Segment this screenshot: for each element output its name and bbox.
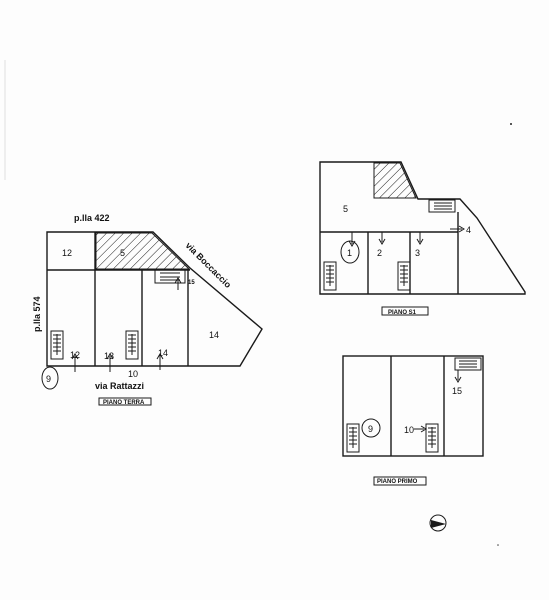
- marker-circle-1: [340, 240, 360, 264]
- basement-plan: 5 1 2 3 4 PIANO S1: [319, 161, 526, 316]
- stairs-icon: [428, 199, 456, 213]
- entry-arrow-icon: [348, 225, 465, 247]
- title-basement: PIANO S1: [388, 310, 417, 316]
- ground-floor-plan: p.lla 422 p.lla 574 via Boccaccio via Ra…: [32, 213, 263, 406]
- room-label-3: 3: [415, 248, 420, 258]
- marker-circle-9: [41, 366, 59, 390]
- room-label-1: 1: [347, 248, 352, 258]
- street-label-rattazzi: via Rattazzi: [95, 381, 144, 391]
- hatched-room-5: [95, 232, 191, 270]
- stairs-icon: [397, 261, 411, 291]
- room-label-5: 5: [120, 248, 125, 258]
- title-first-floor: PIANO PRIMO: [377, 479, 418, 485]
- marker-label-10: 10: [128, 369, 138, 379]
- stairs-icon: [454, 357, 482, 371]
- stairs-icon: [154, 269, 186, 284]
- marker-label-12: 12: [70, 350, 80, 360]
- room-label-4: 4: [466, 225, 471, 235]
- title-box-basement: [381, 306, 429, 316]
- stairs-icon: [50, 330, 64, 360]
- first-floor-plan: 15 9 10 PIANO PRIMO: [342, 355, 484, 486]
- room-label-9: 9: [368, 424, 373, 434]
- title-box-ground: [98, 397, 152, 406]
- scan-speck: [497, 544, 499, 546]
- room-label-5: 5: [343, 204, 348, 214]
- room-label-2: 2: [377, 248, 382, 258]
- basement-outline: [319, 161, 526, 295]
- marker-label-9: 9: [46, 374, 51, 384]
- room-label-12: 12: [62, 248, 72, 258]
- room-label-15: 15: [188, 280, 195, 286]
- title-ground-floor: PIANO TERRA: [103, 400, 145, 406]
- stairs-icon: [323, 261, 337, 291]
- stairs-icon: [346, 423, 360, 453]
- entry-arrow-icon: [71, 277, 182, 372]
- room-label-10: 10: [404, 425, 414, 435]
- stairs-icon: [125, 330, 139, 360]
- room-label-15: 15: [452, 386, 462, 396]
- first-floor-outline: [342, 355, 484, 457]
- marker-label-14: 14: [158, 348, 168, 358]
- entry-arrow-icon: [414, 370, 462, 433]
- north-arrow-icon: [429, 514, 447, 532]
- marker-label-13: 13: [104, 351, 114, 361]
- plot-label-422: p.lla 422: [74, 213, 110, 223]
- room-label-14: 14: [209, 330, 219, 340]
- scan-edge: [4, 60, 6, 180]
- scan-speck: [510, 123, 512, 125]
- title-box-first: [373, 476, 427, 486]
- hatched-room: [373, 162, 417, 199]
- ground-floor-outline: [46, 231, 263, 367]
- marker-circle-9: [361, 418, 381, 438]
- plot-label-574: p.lla 574: [32, 296, 42, 332]
- stairs-icon: [425, 423, 439, 453]
